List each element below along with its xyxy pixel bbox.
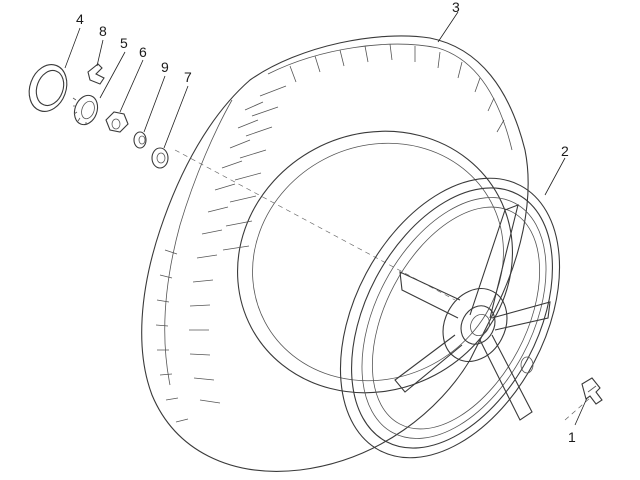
spacer [133,131,147,149]
callout-1: 1 [568,429,576,445]
axle-centerline [174,149,456,301]
callout-5: 5 [120,35,128,51]
callout-6: 6 [139,44,147,60]
callout-8: 8 [99,23,107,39]
callout-2: 2 [561,143,569,159]
axle-nut [105,111,129,133]
washer [151,147,169,169]
speedometer-drive-gear [72,94,99,126]
leader-lines [64,11,588,426]
callout-7: 7 [184,69,192,85]
speedo-clip [87,63,105,85]
callout-3: 3 [452,0,460,15]
callout-4: 4 [76,11,84,27]
callout-9: 9 [161,59,169,75]
tire [141,35,529,472]
valve-centerline [564,397,591,421]
valve-stem [581,377,603,405]
rim [339,177,561,459]
seal-ring [28,64,68,112]
